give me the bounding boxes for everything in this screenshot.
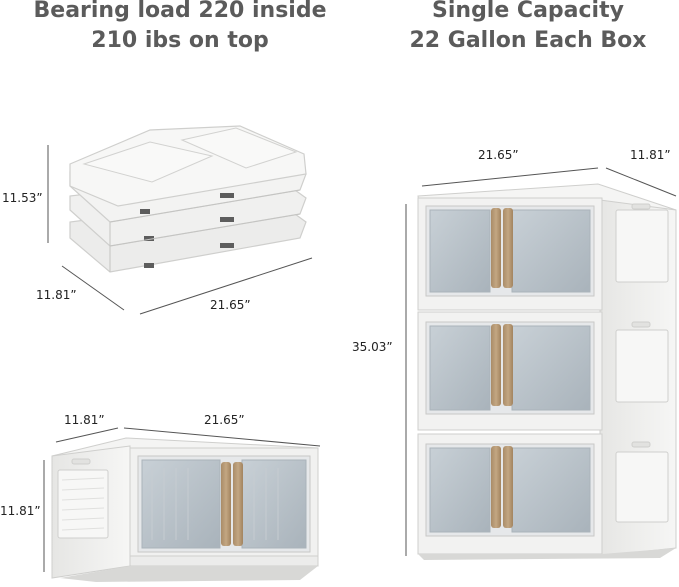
single-box xyxy=(43,427,321,582)
dim-single-depth: 11.81” xyxy=(64,413,105,427)
heading-bearing-load: Bearing load 220 inside 210 ibs on top xyxy=(0,0,360,56)
stacked-boxes xyxy=(405,167,677,560)
heading-bearing-load-line2: 210 ibs on top xyxy=(91,28,269,53)
heading-single-capacity-line1: Single Capacity xyxy=(432,0,624,23)
stack-box-middle xyxy=(417,311,669,431)
dim-stack-width: 21.65” xyxy=(478,148,519,162)
folded-boxes xyxy=(47,125,313,315)
dim-stack-depth: 11.81” xyxy=(630,148,671,162)
stack-box-bottom xyxy=(417,433,669,555)
dim-single-height: 11.81” xyxy=(0,504,41,518)
dim-folded-height: 11.53” xyxy=(2,191,43,205)
dim-stack-height: 35.03” xyxy=(352,340,393,354)
stack-box-top xyxy=(417,197,669,311)
heading-bearing-load-line1: Bearing load 220 inside xyxy=(33,0,327,23)
heading-single-capacity-line2: 22 Gallon Each Box xyxy=(409,28,647,53)
heading-single-capacity: Single Capacity 22 Gallon Each Box xyxy=(348,0,679,56)
dim-single-width: 21.65” xyxy=(204,413,245,427)
dim-folded-width: 21.65” xyxy=(210,298,251,312)
dim-folded-depth: 11.81” xyxy=(36,288,77,302)
